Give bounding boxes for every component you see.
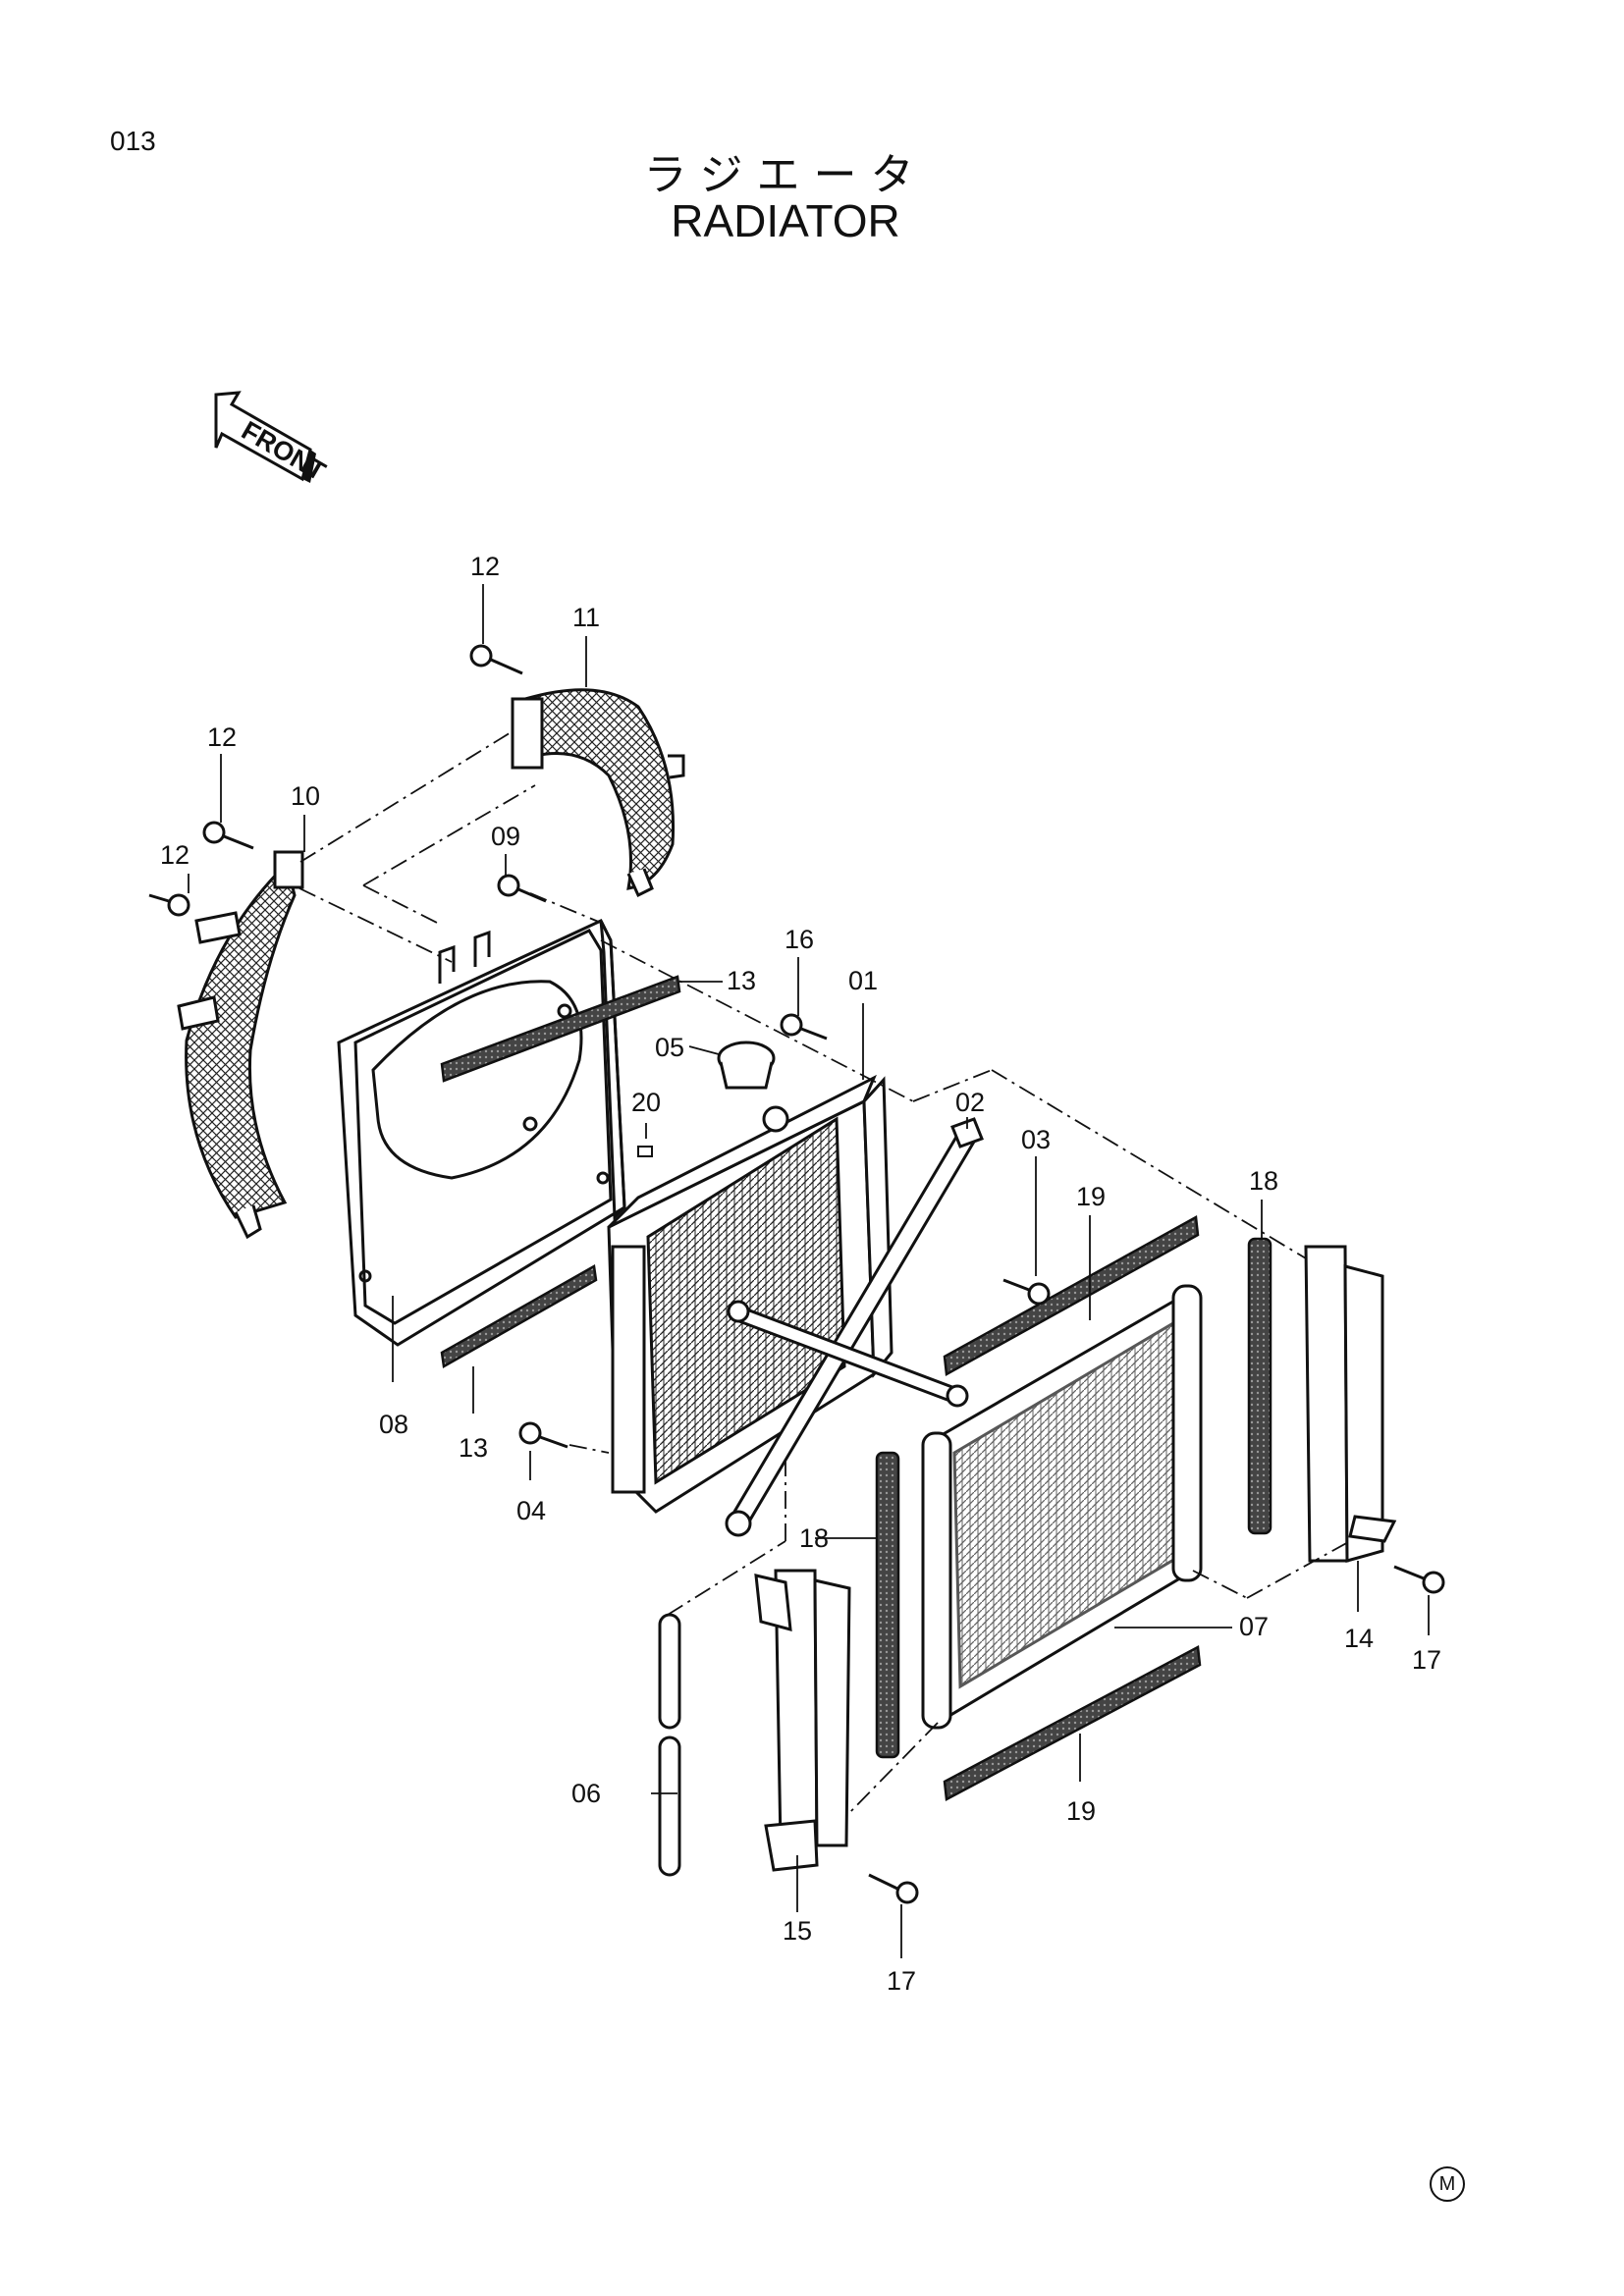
- oil-cooler: [921, 1284, 1203, 1730]
- callout-20: 20: [631, 1088, 661, 1117]
- page-number: 013: [110, 126, 156, 156]
- title-japanese: ラジエータ: [643, 151, 928, 199]
- callout-14: 14: [1344, 1624, 1374, 1653]
- callout-06: 06: [571, 1779, 601, 1808]
- title-english: RADIATOR: [671, 195, 900, 246]
- fan-guard-upper: [511, 688, 685, 898]
- radiator-stays: [725, 1117, 984, 1537]
- callout-09: 09: [491, 822, 520, 851]
- callout-13: 13: [459, 1433, 488, 1463]
- radiator-core: [607, 1074, 893, 1514]
- callout-05: 05: [655, 1033, 684, 1062]
- callout-04: 04: [516, 1496, 546, 1525]
- callout-15: 15: [783, 1916, 812, 1946]
- callout-13: 13: [727, 966, 756, 995]
- callout-19: 19: [1066, 1796, 1096, 1826]
- mounting-brackets: [754, 1245, 1397, 1872]
- seal-strips: [440, 975, 1272, 1801]
- callout-17: 17: [1412, 1645, 1441, 1675]
- leader-lines: [188, 584, 1430, 1958]
- decal: [637, 1146, 653, 1157]
- callout-01: 01: [848, 966, 878, 995]
- fan-shroud: [337, 919, 626, 1347]
- callout-02: 02: [955, 1088, 985, 1117]
- callout-19: 19: [1076, 1182, 1106, 1211]
- callout-07: 07: [1239, 1612, 1269, 1641]
- callout-labels: 12 11 12 10 12 09 13 16 01 05 20 02 03 1…: [160, 552, 1441, 1996]
- bolts: [148, 644, 1445, 1904]
- fan-guard-left: [177, 850, 304, 1240]
- callout-10: 10: [291, 781, 320, 811]
- callout-17: 17: [887, 1966, 916, 1996]
- callout-18: 18: [1249, 1166, 1278, 1196]
- callout-16: 16: [785, 925, 814, 954]
- radiator-cap: [717, 1041, 776, 1090]
- corner-mark: M: [1430, 2166, 1465, 2202]
- callout-12: 12: [160, 840, 189, 870]
- callout-11: 11: [572, 603, 600, 632]
- callout-12: 12: [470, 552, 500, 581]
- front-arrow-icon: FRONT: [214, 391, 331, 487]
- callout-12: 12: [207, 722, 237, 752]
- assembly-lines: [298, 730, 1351, 1817]
- callout-03: 03: [1021, 1125, 1051, 1154]
- callout-18: 18: [799, 1523, 829, 1553]
- callout-08: 08: [379, 1410, 408, 1439]
- drain-hoses: [658, 1613, 681, 1877]
